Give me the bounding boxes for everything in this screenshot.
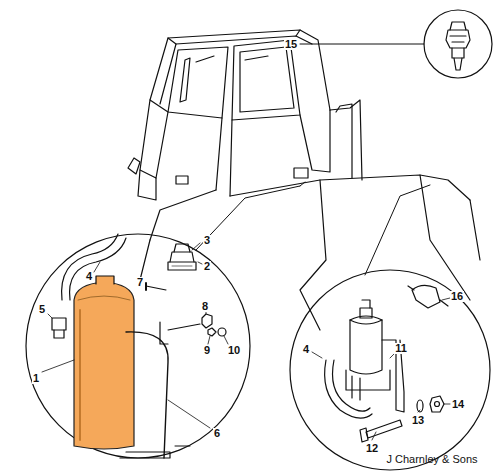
callout-number: 10: [227, 345, 241, 356]
callout-number: 14: [451, 399, 465, 410]
callout-number: 7: [136, 277, 144, 288]
callout-number: 11: [394, 343, 408, 354]
callout-number: 13: [411, 415, 425, 426]
callout-number: 3: [203, 235, 211, 246]
callout-number: 16: [450, 291, 464, 302]
washer-jet-detail: [300, 10, 492, 78]
tractor-cab: [128, 30, 480, 330]
pump-detail: [290, 270, 490, 470]
callout-number: 4: [85, 271, 93, 282]
callout-number: 4: [302, 344, 310, 355]
callout-number: 12: [365, 443, 379, 454]
callout-number: 15: [284, 39, 298, 50]
watermark: J Charnley & Sons: [386, 454, 477, 465]
callout-number: 8: [201, 301, 209, 312]
callout-number: 5: [38, 304, 46, 315]
callout-number: 1: [32, 373, 40, 384]
callout-number: 6: [213, 428, 221, 439]
reservoir-detail: [26, 234, 250, 458]
callout-number: 9: [203, 345, 211, 356]
callout-number: 2: [203, 261, 211, 272]
